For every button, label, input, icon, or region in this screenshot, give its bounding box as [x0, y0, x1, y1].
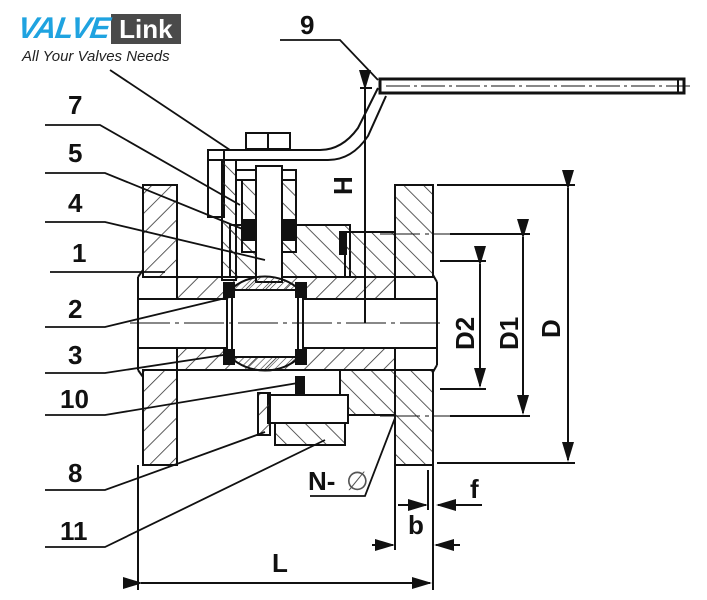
label-dim-d1: D1 [494, 317, 524, 350]
label-part-11: 11 [60, 516, 88, 546]
seats [223, 231, 347, 394]
logo-brand-secondary: Link [111, 14, 181, 44]
label-dim-n: N- [308, 466, 335, 496]
dimension-h [359, 70, 372, 323]
label-dim-d2: D2 [450, 317, 480, 350]
label-part-3: 3 [68, 340, 82, 370]
label-part-7: 7 [68, 90, 82, 120]
leader-lines [45, 39, 396, 548]
label-part-5: 5 [68, 138, 82, 168]
label-dim-d: D [536, 319, 566, 338]
label-part-8: 8 [68, 458, 82, 488]
label-part-4: 4 [68, 188, 83, 218]
dimension-l [123, 465, 434, 590]
valvelink-logo: VALVE Link All Your Valves Needs [8, 12, 204, 66]
stem-assembly [207, 132, 328, 283]
label-part-1: 1 [72, 238, 86, 268]
dimension-d [437, 170, 575, 464]
lever-handle [319, 77, 690, 161]
part-labels: 7 5 4 1 2 3 10 8 11 9 [60, 10, 314, 546]
dimension-labels: H D2 D1 D L b f N- ∅ [272, 176, 566, 578]
label-dim-b: b [408, 510, 424, 540]
diameter-symbol: ∅ [346, 466, 369, 496]
label-part-10: 10 [60, 384, 89, 414]
label-part-9: 9 [300, 10, 314, 40]
label-dim-h: H [328, 176, 358, 195]
logo-tagline: All Your Valves Needs [22, 48, 170, 65]
left-flange [137, 184, 178, 466]
right-flange [394, 184, 438, 466]
label-part-2: 2 [68, 294, 82, 324]
bottom-bolt [257, 392, 349, 446]
dimension-b-f [372, 465, 482, 551]
label-dim-f: f [470, 474, 479, 504]
label-dim-l: L [272, 548, 288, 578]
